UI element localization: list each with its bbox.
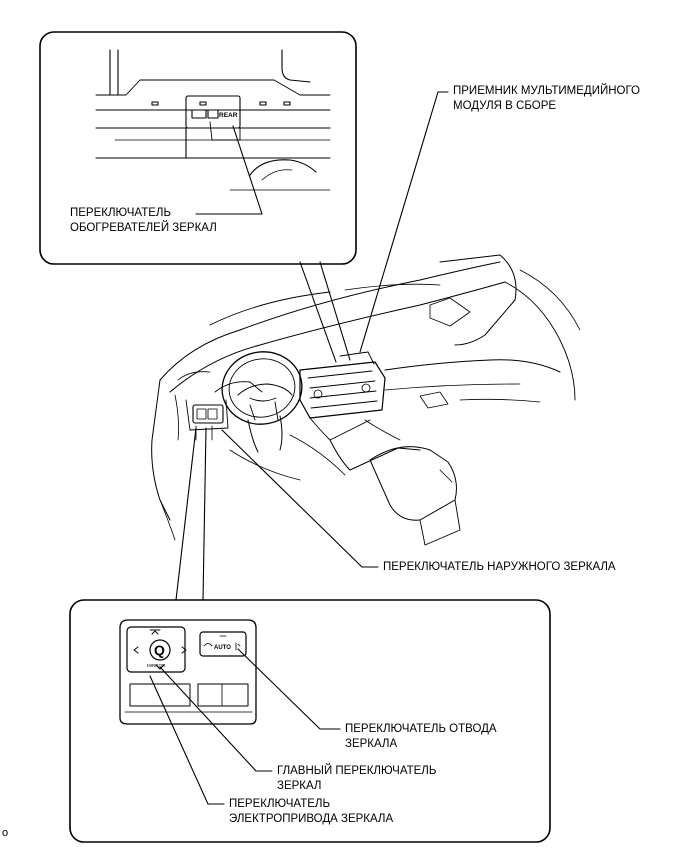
label-outer-mirror-switch-line1: ПЕРЕКЛЮЧАТЕЛЬ НАРУЖНОГО ЗЕРКАЛА [383, 561, 616, 573]
label-main-mirror-switch-line1: ГЛАВНЫЙ ПЕРЕКЛЮЧАТЕЛЬ [277, 765, 437, 777]
leader-drive [149, 675, 225, 805]
label-multimedia-receiver-line1: ПРИЕМНИК МУЛЬТИМЕДИЙНОГО [453, 85, 640, 97]
leader-retract [237, 648, 341, 730]
leader-outer-mirror [221, 429, 379, 568]
top-inset-frame [39, 31, 357, 265]
svg-text:Q: Q [154, 642, 165, 658]
bottom-inset: Q MIRROR AUTO [69, 599, 551, 843]
label-main-mirror-switch-line2: ЗЕРКАЛ [277, 780, 322, 792]
bottom-inset-frame [69, 599, 551, 843]
label-mirror-heater-switch-line2: ОБОГРЕВАТЕЛЕЙ ЗЕРКАЛ [70, 222, 217, 234]
label-mirror-heater-switch-line1: ПЕРЕКЛЮЧАТЕЛЬ [70, 207, 171, 219]
label-outer-mirror-switch: ПЕРЕКЛЮЧАТЕЛЬ НАРУЖНОГО ЗЕРКАЛА [383, 560, 616, 575]
leader-main [159, 666, 273, 772]
label-mirror-retract-switch-line2: ЗЕРКАЛА [345, 738, 398, 750]
label-multimedia-receiver-line2: МОДУЛЯ В СБОРЕ [453, 100, 557, 112]
label-mirror-retract-switch: ПЕРЕКЛЮЧАТЕЛЬ ОТВОДА ЗЕРКАЛА [345, 722, 497, 752]
mirror-switch-text: MIRROR [147, 663, 166, 668]
connector-bottom-inset-2 [202, 427, 207, 601]
label-mirror-drive-switch: ПЕРЕКЛЮЧАТЕЛЬ ЭЛЕКТРОПРИВОДА ЗЕРКАЛА [229, 797, 393, 827]
connector-top-inset-2 [299, 261, 337, 363]
leader-multimedia [359, 91, 449, 353]
leader-lines [149, 91, 449, 805]
leader-heater-switch [195, 125, 263, 215]
rear-button-text: REAR [219, 112, 238, 119]
connector-bottom-inset-1 [175, 427, 197, 601]
label-multimedia-receiver: ПРИЕМНИК МУЛЬТИМЕДИЙНОГО МОДУЛЯ В СБОРЕ [453, 84, 640, 114]
car-interior [151, 254, 581, 546]
label-main-mirror-switch: ГЛАВНЫЙ ПЕРЕКЛЮЧАТЕЛЬ ЗЕРКАЛ [277, 764, 436, 794]
label-mirror-heater-switch: ПЕРЕКЛЮЧАТЕЛЬ ОБОГРЕВАТЕЛЕЙ ЗЕРКАЛ [70, 206, 217, 236]
top-inset: REAR [39, 31, 357, 265]
figure-code: o [2, 827, 9, 839]
label-mirror-drive-switch-line2: ЭЛЕКТРОПРИВОДА ЗЕРКАЛА [229, 813, 394, 825]
label-mirror-drive-switch-line1: ПЕРЕКЛЮЧАТЕЛЬ [229, 798, 330, 810]
auto-switch-text: AUTO [214, 645, 231, 651]
label-mirror-retract-switch-line1: ПЕРЕКЛЮЧАТЕЛЬ ОТВОДА [345, 723, 497, 735]
connector-top-inset-1 [319, 261, 351, 361]
